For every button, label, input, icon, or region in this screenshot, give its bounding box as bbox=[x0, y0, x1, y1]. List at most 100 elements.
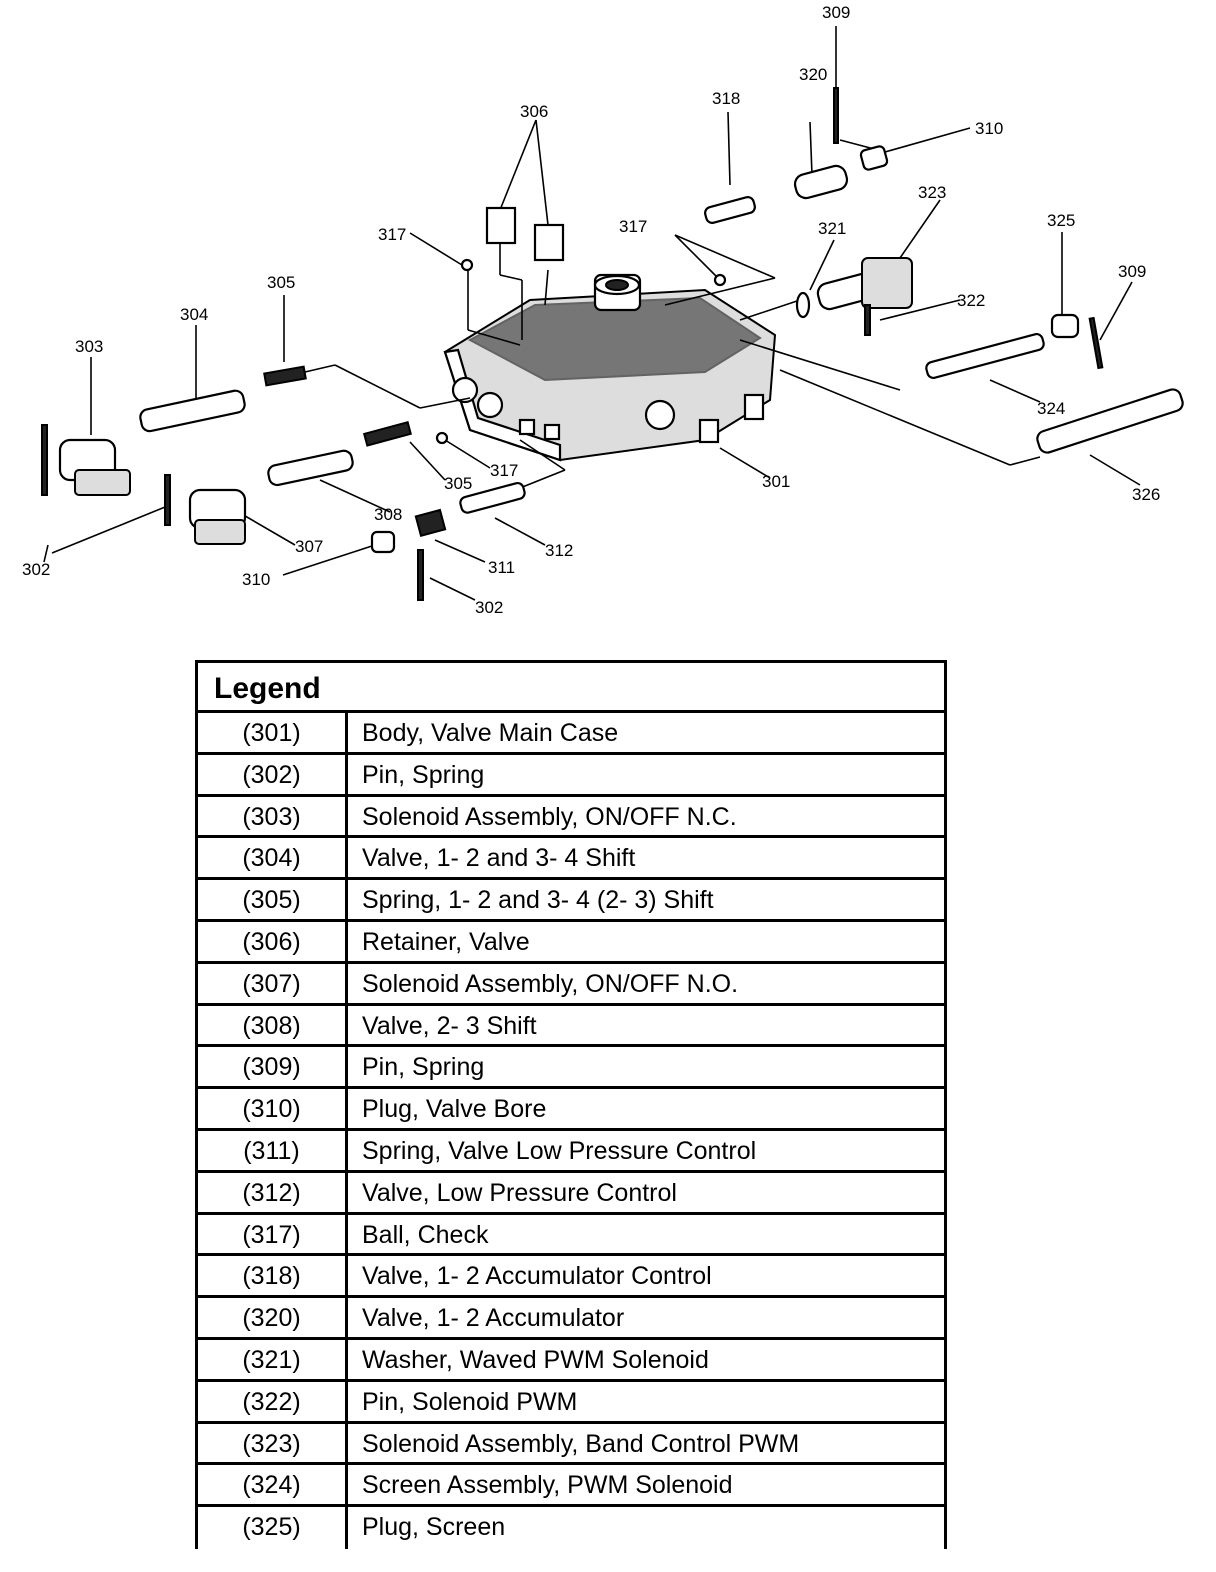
legend-row: (324)Screen Assembly, PWM Solenoid bbox=[198, 1465, 944, 1508]
legend-row: (317)Ball, Check bbox=[198, 1214, 944, 1257]
callout-323: 323 bbox=[918, 183, 946, 202]
ball-317-left bbox=[460, 258, 474, 272]
callout-305-mid: 305 bbox=[444, 474, 472, 493]
callout-307: 307 bbox=[295, 537, 323, 556]
legend-row: (320) Valve, 1- 2 Accumulator bbox=[198, 1298, 944, 1340]
ball-317-right bbox=[713, 273, 727, 287]
callout-302-left: 302 bbox=[22, 560, 50, 579]
legend-row: (310) Plug, Valve Bore bbox=[198, 1089, 944, 1131]
pin-322 bbox=[864, 304, 871, 336]
legend-part-description: Valve, 1- 2 Accumulator bbox=[362, 1304, 625, 1333]
spring-305-mid bbox=[362, 421, 412, 447]
callout-301: 301 bbox=[762, 472, 790, 491]
legend-row: (325) Plug, Screen bbox=[198, 1507, 944, 1549]
legend-part-description: Solenoid Assembly, ON/OFF N.O. bbox=[362, 969, 739, 998]
legend-part-number: (325) bbox=[198, 1507, 348, 1549]
retainer-306-right bbox=[533, 223, 565, 262]
legend-part-description: Solenoid Assembly, Band Control PWM bbox=[362, 1429, 800, 1458]
legend-row: (322) Pin, Solenoid PWM bbox=[198, 1381, 944, 1424]
valve-304 bbox=[139, 389, 246, 433]
legend-part-number: (307) bbox=[198, 963, 348, 1003]
legend-row: (309) Pin, Spring bbox=[198, 1047, 944, 1090]
legend-row: (302) Pin, Spring bbox=[198, 754, 944, 797]
legend-part-number: (304) bbox=[198, 838, 348, 878]
legend-part-number: (323) bbox=[198, 1423, 348, 1463]
legend-part-number: (320) bbox=[198, 1298, 348, 1337]
legend-table: Legend (301)Body, Valve Main Case(302) Pi… bbox=[195, 660, 947, 1549]
washer-321 bbox=[795, 291, 811, 319]
callout-312: 312 bbox=[545, 541, 573, 560]
legend-part-description: Pin, Solenoid PWM bbox=[362, 1387, 578, 1416]
legend-part-description: Plug, Screen bbox=[362, 1513, 506, 1542]
pin-302-left bbox=[41, 424, 48, 496]
solenoid-326 bbox=[1036, 388, 1184, 454]
legend-part-description: Washer, Waved PWM Solenoid bbox=[362, 1345, 709, 1374]
legend-part-number: (321) bbox=[198, 1339, 348, 1379]
callout-302-bottom: 302 bbox=[475, 598, 503, 617]
valve-308 bbox=[267, 449, 354, 487]
callout-309-top: 309 bbox=[822, 3, 850, 22]
callout-303: 303 bbox=[75, 337, 103, 356]
screen-324 bbox=[925, 332, 1045, 380]
legend-part-description: Spring, Valve Low Pressure Control bbox=[362, 1136, 757, 1165]
plug-325 bbox=[1050, 313, 1080, 339]
legend-part-description: Valve, Low Pressure Control bbox=[362, 1178, 677, 1207]
legend-part-number: (305) bbox=[198, 880, 348, 919]
spring-311 bbox=[414, 508, 447, 537]
legend-part-number: (317) bbox=[198, 1214, 348, 1254]
legend-part-number: (322) bbox=[198, 1381, 348, 1421]
callout-317-right: 317 bbox=[619, 217, 647, 236]
legend-row: (306) Retainer, Valve bbox=[198, 921, 944, 964]
legend-part-number: (324) bbox=[198, 1465, 348, 1505]
callout-305-top: 305 bbox=[267, 273, 295, 292]
callout-308: 308 bbox=[374, 505, 402, 524]
plug-310-top bbox=[859, 145, 889, 171]
callout-310-bottom: 310 bbox=[242, 570, 270, 589]
leader-lines bbox=[43, 26, 1141, 601]
legend-part-description: Pin, Spring bbox=[362, 1053, 485, 1082]
callout-309-right: 309 bbox=[1118, 262, 1146, 281]
legend-row: (312) Valve, Low Pressure Control bbox=[198, 1172, 944, 1215]
legend-part-number: (303) bbox=[198, 796, 348, 836]
legend-part-description: Plug, Valve Bore bbox=[362, 1095, 547, 1124]
callout-317-bottom: 317 bbox=[490, 461, 518, 480]
pin-309-right bbox=[1088, 316, 1104, 370]
valve-320 bbox=[793, 164, 849, 200]
legend-row: (304)Valve, 1- 2 and 3- 4 Shift bbox=[198, 838, 944, 881]
legend-row: (301)Body, Valve Main Case bbox=[198, 713, 944, 755]
pin-309-top bbox=[833, 87, 839, 144]
legend-part-description: Solenoid Assembly, ON/OFF N.C. bbox=[362, 802, 737, 831]
callout-324: 324 bbox=[1037, 399, 1065, 418]
legend-part-description: Retainer, Valve bbox=[362, 927, 530, 956]
legend-part-description: Pin, Spring bbox=[362, 760, 485, 789]
legend-row: (303) Solenoid Assembly, ON/OFF N.C. bbox=[198, 796, 944, 839]
legend-title: Legend bbox=[198, 663, 944, 713]
valve-312 bbox=[459, 481, 526, 514]
legend-part-number: (312) bbox=[198, 1172, 348, 1212]
valve-318 bbox=[704, 196, 756, 224]
callout-326: 326 bbox=[1132, 485, 1160, 504]
legend-part-number: (309) bbox=[198, 1047, 348, 1087]
callout-311: 311 bbox=[488, 558, 515, 577]
solenoid-323-head bbox=[861, 257, 913, 309]
callout-321: 321 bbox=[818, 219, 846, 238]
exploded-view-diagram: 309 320 310 318 306 323 325 317 317 321 … bbox=[22, 3, 1184, 617]
legend-row: (308)Valve, 2- 3 Shift bbox=[198, 1005, 944, 1048]
legend-part-description: Valve, 1- 2 Accumulator Control bbox=[362, 1262, 712, 1291]
legend-part-number: (302) bbox=[198, 754, 348, 794]
callout-318: 318 bbox=[712, 89, 740, 108]
solenoid-307-connector bbox=[194, 519, 246, 545]
spring-305-top bbox=[263, 365, 307, 387]
legend-part-number: (310) bbox=[198, 1089, 348, 1128]
callout-310-top: 310 bbox=[975, 119, 1003, 138]
legend-part-number: (306) bbox=[198, 921, 348, 961]
legend-part-description: Valve, 2- 3 Shift bbox=[362, 1011, 537, 1040]
callout-320: 320 bbox=[799, 65, 827, 84]
legend-row: (307) Solenoid Assembly, ON/OFF N.O. bbox=[198, 963, 944, 1006]
legend-row: (321) Washer, Waved PWM Solenoid bbox=[198, 1339, 944, 1382]
pin-302-mid bbox=[164, 474, 171, 526]
legend-rows: (301)Body, Valve Main Case(302) Pin, Spri… bbox=[198, 713, 944, 1549]
callout-labels: 309 320 310 318 306 323 325 317 317 321 … bbox=[22, 3, 1160, 617]
callout-325: 325 bbox=[1047, 211, 1075, 230]
legend-row: (311)Spring, Valve Low Pressure Control bbox=[198, 1130, 944, 1173]
